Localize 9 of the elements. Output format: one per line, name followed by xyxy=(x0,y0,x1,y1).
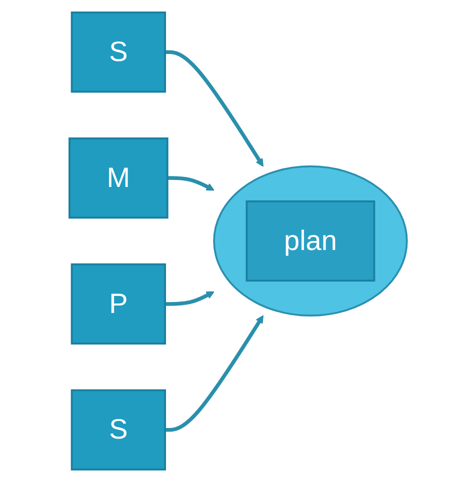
node-box: M xyxy=(68,137,168,219)
arrow xyxy=(164,315,264,432)
arrow xyxy=(164,291,214,306)
arrow xyxy=(167,176,214,191)
node-box: S xyxy=(70,12,166,93)
arrow xyxy=(164,50,264,167)
node-box: plan xyxy=(246,200,375,282)
node-box: P xyxy=(70,263,166,345)
node-box: S xyxy=(70,389,166,470)
